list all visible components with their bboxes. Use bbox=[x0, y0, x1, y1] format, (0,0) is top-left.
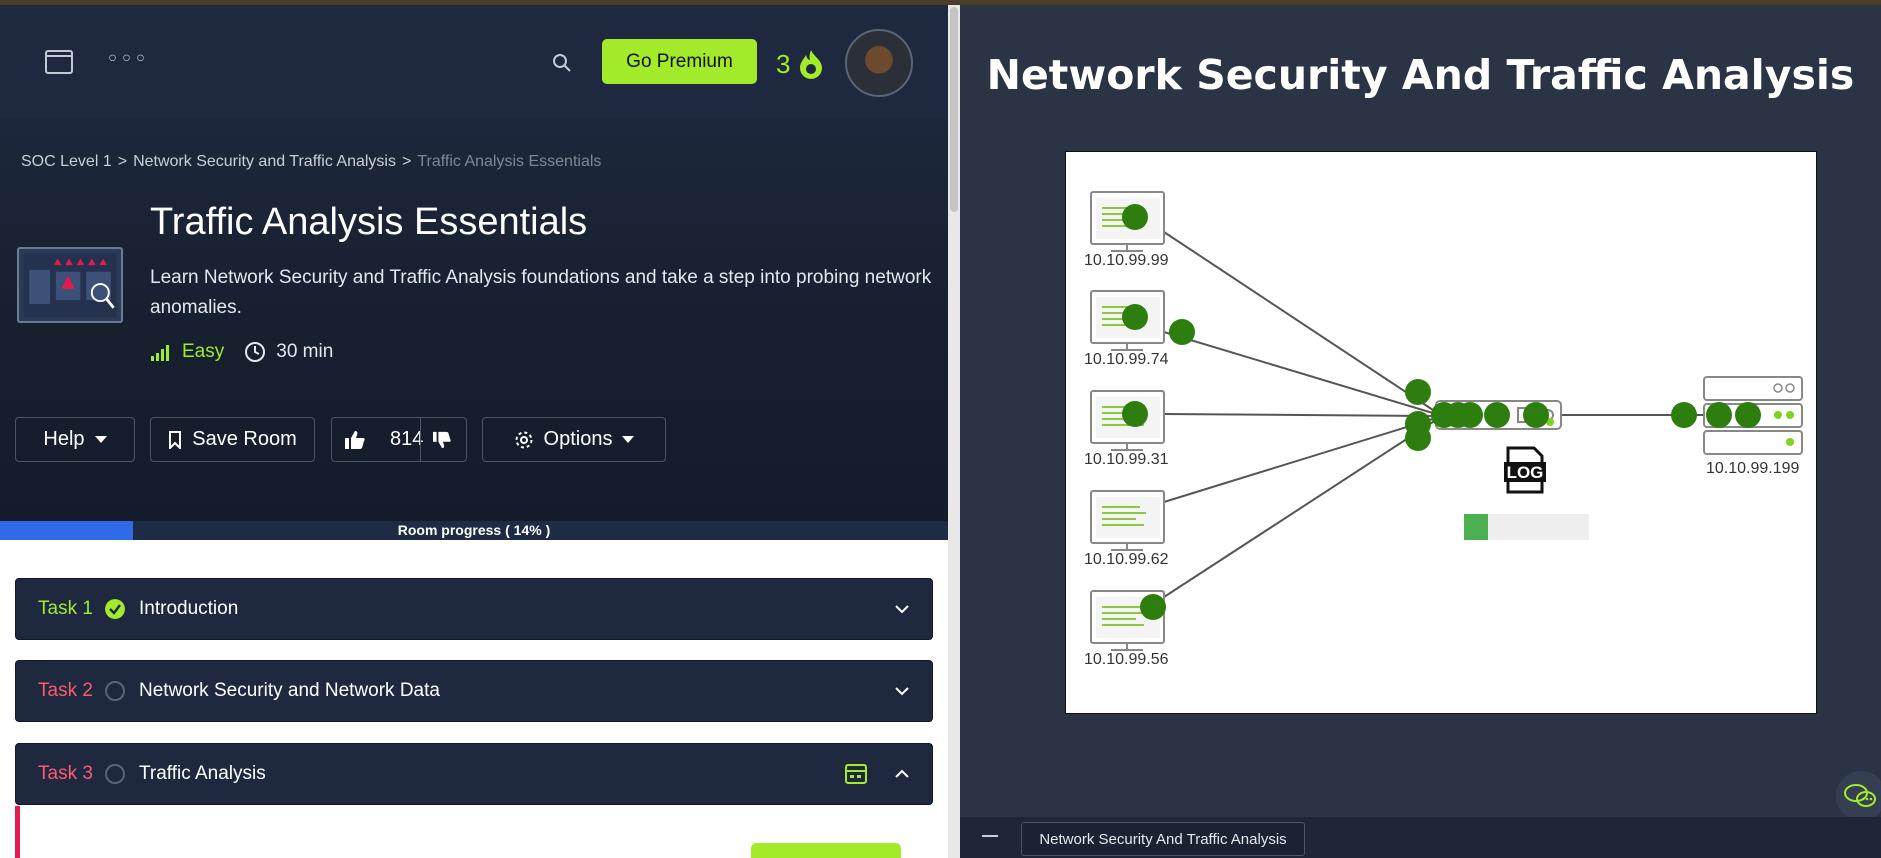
like-divider bbox=[420, 418, 421, 461]
scrollbar-thumb[interactable] bbox=[950, 7, 958, 212]
room-progress-fill bbox=[0, 521, 133, 540]
host-ip-label: 10.10.99.62 bbox=[1084, 551, 1169, 568]
host-ip-label: 10.10.99.31 bbox=[1084, 451, 1169, 468]
options-button[interactable]: Options bbox=[482, 417, 666, 462]
chevron-down-icon bbox=[622, 436, 635, 443]
task-3-content bbox=[15, 806, 933, 858]
like-button[interactable]: 814 bbox=[331, 417, 467, 462]
check-circle-icon bbox=[105, 599, 125, 619]
flame-icon bbox=[800, 50, 822, 79]
machine-taskbar: Network Security And Traffic Analysis bbox=[960, 817, 1881, 858]
save-room-button[interactable]: Save Room bbox=[150, 417, 315, 462]
room-progress-bar: Room progress ( 14% ) bbox=[0, 521, 948, 540]
log-file-icon bbox=[1504, 446, 1546, 494]
task-number: Task 2 bbox=[38, 680, 93, 701]
host-ip-label: 10.10.99.56 bbox=[1084, 651, 1169, 668]
minimize-icon[interactable] bbox=[982, 835, 998, 837]
bookmark-icon bbox=[169, 430, 182, 449]
duration-label: 30 min bbox=[276, 341, 334, 362]
chevron-down-icon bbox=[94, 436, 107, 443]
incomplete-circle-icon bbox=[105, 764, 125, 784]
chevron-down-icon[interactable] bbox=[894, 604, 910, 614]
host-ip-label: 10.10.99.99 bbox=[1084, 252, 1169, 269]
network-diagram-canvas: LOG bbox=[1090, 191, 1803, 651]
difficulty-bars-icon bbox=[151, 345, 169, 361]
task-1-header[interactable]: Task 1 Introduction bbox=[15, 578, 933, 640]
search-icon[interactable] bbox=[552, 53, 572, 73]
streak-count: 3 bbox=[776, 49, 791, 79]
room-hero: ◦◦◦ Go Premium 3 SOC Level 1 > Network Sec… bbox=[0, 5, 948, 540]
chevron-up-icon[interactable] bbox=[894, 769, 910, 779]
like-count: 814 bbox=[390, 428, 424, 450]
machine-tab[interactable]: Network Security And Traffic Analysis bbox=[1021, 822, 1305, 856]
network-packets bbox=[1122, 204, 1761, 620]
host-ip-label: 10.10.99.74 bbox=[1084, 351, 1169, 368]
gear-icon bbox=[515, 431, 533, 448]
window-icon[interactable] bbox=[45, 50, 73, 74]
breadcrumb-separator: > bbox=[401, 153, 412, 170]
room-description: Learn Network Security and Traffic Analy… bbox=[150, 267, 932, 318]
task-name: Introduction bbox=[139, 598, 239, 619]
breadcrumb-soc-level-1[interactable]: SOC Level 1 bbox=[21, 153, 112, 170]
chat-icon[interactable] bbox=[1836, 771, 1881, 821]
task-number: Task 1 bbox=[38, 598, 93, 619]
server-ip-label: 10.10.99.199 bbox=[1706, 460, 1800, 477]
breadcrumb-separator: > bbox=[117, 153, 128, 170]
network-links bbox=[1163, 231, 1704, 598]
incomplete-circle-icon bbox=[105, 681, 125, 701]
task-number: Task 3 bbox=[38, 763, 93, 784]
machine-pane: Network Security And Traffic Analysis bbox=[960, 5, 1881, 858]
options-label: Options bbox=[543, 428, 613, 450]
chevron-down-icon[interactable] bbox=[894, 686, 910, 696]
room-progress-label: Room progress ( 14% ) bbox=[397, 522, 551, 538]
top-header: ◦◦◦ Go Premium 3 bbox=[0, 5, 948, 118]
go-premium-button[interactable]: Go Premium bbox=[602, 39, 757, 84]
help-label: Help bbox=[43, 428, 85, 450]
task-2-header[interactable]: Task 2 Network Security and Network Data bbox=[15, 660, 933, 722]
host-computer-icon bbox=[1090, 490, 1165, 551]
more-options-icon[interactable]: ◦◦◦ bbox=[106, 47, 148, 72]
machine-title: Network Security And Traffic Analysis bbox=[986, 51, 1855, 99]
room-title: Traffic Analysis Essentials bbox=[150, 201, 588, 243]
thumbs-up-icon bbox=[345, 430, 365, 449]
room-thumbnail bbox=[17, 247, 123, 323]
breadcrumb-network-security[interactable]: Network Security and Traffic Analysis bbox=[133, 153, 396, 170]
chat-bubble-icon bbox=[1844, 784, 1876, 807]
window-top-strip bbox=[0, 0, 1881, 5]
clock-icon bbox=[245, 342, 266, 362]
task-name: Traffic Analysis bbox=[139, 763, 266, 784]
thumbs-down-icon[interactable] bbox=[432, 431, 452, 449]
breadcrumb: SOC Level 1 > Network Security and Traffic… bbox=[21, 153, 601, 171]
room-meta: Easy 30 min bbox=[150, 338, 333, 366]
log-file-label: LOG bbox=[1507, 463, 1544, 482]
network-diagram[interactable]: LOG 10.10.99.99 bbox=[1065, 151, 1817, 714]
task-3-action-button[interactable] bbox=[751, 843, 901, 858]
breadcrumb-current: Traffic Analysis Essentials bbox=[417, 153, 602, 170]
machine-window-icon[interactable] bbox=[845, 764, 867, 784]
task-name: Network Security and Network Data bbox=[139, 680, 440, 701]
help-button[interactable]: Help bbox=[15, 417, 135, 462]
task-3-header[interactable]: Task 3 Traffic Analysis bbox=[15, 743, 933, 805]
capture-progress-fill bbox=[1464, 514, 1488, 540]
difficulty-label: Easy bbox=[182, 341, 225, 362]
avatar[interactable] bbox=[845, 29, 913, 97]
left-pane-scrollbar[interactable] bbox=[948, 5, 960, 858]
room-pane: ◦◦◦ Go Premium 3 SOC Level 1 > Network Sec… bbox=[0, 5, 948, 858]
save-room-label: Save Room bbox=[192, 428, 297, 450]
